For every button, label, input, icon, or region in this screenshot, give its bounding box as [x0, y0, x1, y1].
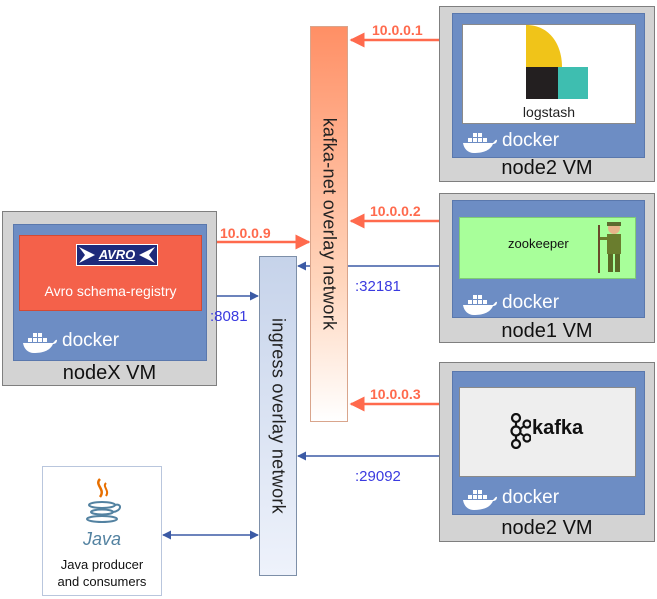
docker-whale-icon [463, 295, 497, 315]
port-label-zookeeper: :32181 [355, 278, 401, 295]
avro-service-box: AVRO Avro schema-registry [19, 235, 202, 311]
logstash-logo-icon [526, 25, 588, 99]
vm-label-nodex: nodeX VM [62, 362, 157, 384]
vm-label-node2-bottom: node2 VM [501, 517, 593, 539]
vm-nodex: AVRO Avro schema-registry docker nodeX V… [2, 211, 217, 386]
ip-label-zookeeper: 10.0.0.2 [370, 203, 421, 219]
kafka-net-label: kafka-net overlay network [319, 117, 340, 331]
docker-container-logstash: logstash docker [452, 13, 645, 158]
ingress-label: ingress overlay network [268, 318, 289, 514]
docker-whale-icon [463, 133, 497, 153]
kafka-service-box: kafka [459, 387, 636, 477]
avro-wings-icon [79, 247, 155, 263]
zookeeper-figure-icon [598, 222, 621, 273]
vm-label-node1: node1 VM [501, 320, 593, 342]
ip-label-logstash: 10.0.0.1 [372, 22, 423, 38]
vm-node1-zookeeper: zookeeper docker node1 VM [439, 193, 655, 343]
java-clients-box: Java Java producer and consumers [42, 466, 162, 596]
docker-container-zookeeper: zookeeper docker [452, 200, 645, 318]
port-label-avro: :8081 [210, 308, 248, 325]
kafka-net-overlay-network: kafka-net overlay network [310, 26, 348, 422]
avro-logo-text: AVRO [98, 247, 136, 262]
docker-whale-icon [463, 490, 497, 510]
docker-container-avro: AVRO Avro schema-registry docker [13, 224, 207, 361]
avro-service-label: Avro schema-registry [44, 283, 177, 299]
logstash-service-box: logstash [462, 24, 636, 124]
kafka-logo-icon [510, 413, 531, 449]
java-cup-icon [86, 478, 121, 523]
docker-container-kafka: kafka docker [452, 371, 645, 515]
ingress-overlay-network: ingress overlay network [259, 256, 297, 576]
logstash-label: logstash [522, 104, 576, 120]
java-label-line1: Java producer [60, 557, 144, 572]
java-label-line2: and consumers [57, 574, 147, 589]
docker-text: docker [502, 487, 560, 508]
avro-logo: AVRO [76, 244, 158, 266]
zookeeper-label: zookeeper [508, 236, 569, 251]
docker-text: docker [62, 330, 120, 351]
java-logo-text: Java [82, 529, 122, 549]
port-label-kafka: :29092 [355, 468, 401, 485]
kafka-label: kafka [532, 417, 584, 439]
ip-label-avro: 10.0.0.9 [220, 225, 271, 241]
zookeeper-service-box: zookeeper [459, 217, 636, 279]
vm-node2-logstash: logstash docker node2 VM [439, 6, 655, 182]
docker-whale-icon [23, 333, 57, 353]
vm-node2-kafka: kafka docker node2 VM [439, 362, 655, 542]
docker-text: docker [502, 292, 560, 313]
vm-label-node2-top: node2 VM [501, 157, 593, 179]
docker-text: docker [502, 130, 560, 151]
ip-label-kafka: 10.0.0.3 [370, 386, 421, 402]
